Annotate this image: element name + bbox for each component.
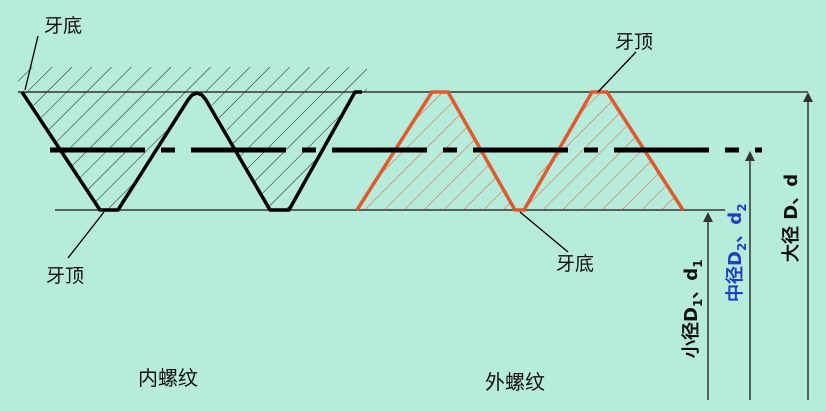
pitch-prefix: 中径D (724, 251, 746, 302)
minor-prefix: 小径D (680, 307, 702, 358)
label-internal-thread: 内螺纹 (138, 366, 198, 390)
external-thread-profile (355, 90, 685, 212)
leader-internal-crest (67, 211, 105, 259)
label-major-diameter: 大径 D、d (780, 174, 802, 262)
leader-external-crest (597, 51, 637, 93)
svg-text:中径D2、d2: 中径D2、d2 (724, 203, 749, 302)
minor-sep: 、 (681, 281, 702, 299)
major-diameter-arrow (803, 92, 813, 400)
pitch-sub1: 2 (735, 243, 749, 251)
svg-text:小径D1、d1: 小径D1、d1 (680, 259, 705, 358)
internal-thread-hatch (18, 67, 367, 210)
minor-sub1: 1 (691, 299, 705, 307)
major-sep: 、 (781, 187, 802, 205)
leader-internal-root (24, 35, 39, 91)
minor-lower: d (681, 268, 702, 281)
label-internal-crest: 牙顶 (46, 265, 84, 287)
pitch-diameter-arrow (745, 151, 755, 400)
pitch-lower: d (725, 212, 746, 225)
label-internal-root: 牙底 (44, 15, 82, 37)
label-external-crest: 牙顶 (615, 31, 653, 53)
pitch-sub2: 2 (735, 203, 749, 211)
label-external-thread: 外螺纹 (485, 370, 545, 394)
major-lower: d (781, 174, 802, 187)
minor-sub2: 1 (691, 259, 705, 267)
pitch-sep: 、 (725, 225, 746, 243)
label-external-root: 牙底 (556, 253, 594, 275)
label-minor-diameter: 小径D1、d1 (680, 259, 705, 358)
major-prefix: 大径 D (780, 205, 802, 262)
internal-thread-profile (20, 90, 362, 212)
svg-text:大径 D、d: 大径 D、d (780, 174, 802, 262)
minor-diameter-arrow (703, 212, 713, 400)
label-pitch-diameter: 中径D2、d2 (724, 203, 749, 302)
leader-external-root (519, 211, 569, 253)
